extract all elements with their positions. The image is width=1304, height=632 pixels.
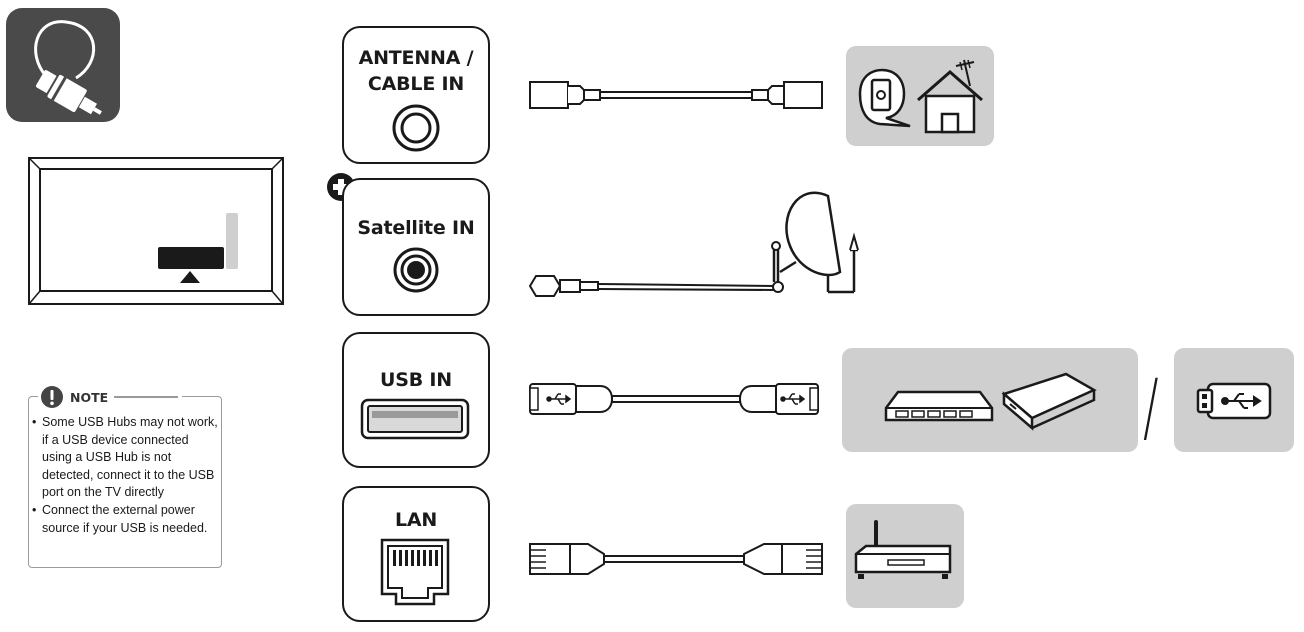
lan-port-icon (380, 538, 450, 606)
lan-label: LAN (394, 509, 438, 531)
antenna-label-line1: ANTENNA / (358, 47, 474, 69)
note-item: Some USB Hubs may not work, if a USB dev… (32, 414, 220, 502)
satellite-port-panel: Satellite IN (342, 178, 490, 316)
cable-plug-icon (34, 20, 102, 115)
external-hdd-icon (1001, 372, 1097, 431)
router-icon (854, 520, 952, 579)
note-list: Some USB Hubs may not work, if a USB dev… (32, 414, 220, 537)
tv-back-icon (28, 157, 284, 305)
note-title: NOTE (70, 389, 109, 405)
satellite-dish-cable-icon (528, 191, 859, 297)
cable-connection-tile (6, 8, 120, 122)
usb-port-panel: USB IN (342, 332, 490, 468)
lan-cable-icon (529, 543, 823, 575)
note-item: Connect the external power source if you… (32, 502, 220, 537)
satellite-label: Satellite IN (357, 217, 475, 239)
usb-cable-icon (529, 383, 819, 415)
separator-slash: / (1143, 362, 1159, 451)
usb-hub-icon (884, 390, 994, 422)
antenna-label-line2: CABLE IN (367, 73, 465, 95)
usb-port-icon (360, 398, 470, 440)
satellite-port-icon (393, 247, 439, 293)
coax-cable-icon (529, 81, 823, 109)
usb-label: USB IN (380, 369, 452, 391)
usb-stick-icon (1196, 382, 1272, 420)
antenna-port-panel: ANTENNA / CABLE IN (342, 26, 490, 164)
warning-icon (41, 386, 63, 408)
lan-port-panel: LAN (342, 486, 490, 622)
wall-outlet-antenna-house-icon (858, 59, 983, 134)
coax-port-icon (392, 104, 440, 152)
note-header: NOTE (38, 385, 183, 409)
